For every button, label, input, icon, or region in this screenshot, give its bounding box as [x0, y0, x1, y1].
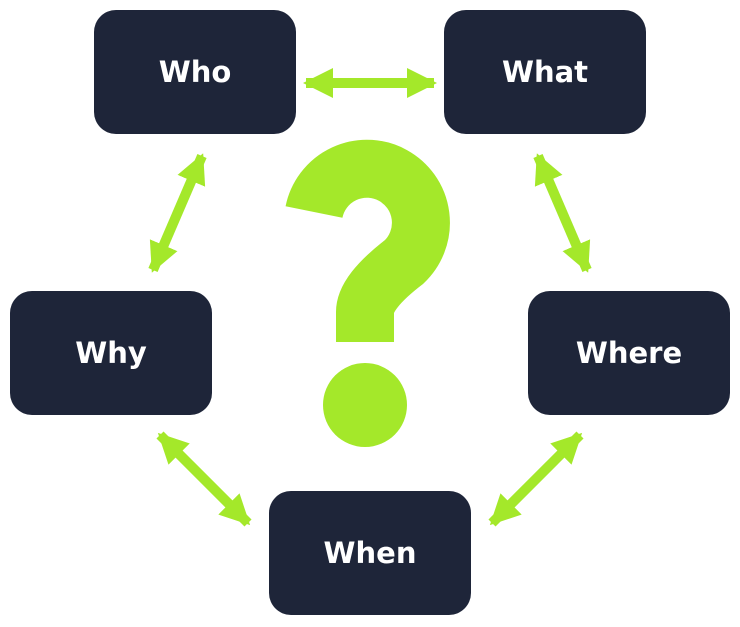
- arrow-who-why: [148, 153, 207, 273]
- node-who: Who: [94, 10, 296, 134]
- node-where: Where: [528, 291, 730, 415]
- arrow-why-when: [156, 431, 252, 527]
- node-when: When: [269, 491, 471, 615]
- arrow-where-when: [488, 431, 584, 527]
- node-why: Why: [10, 291, 212, 415]
- arrow-what-where: [533, 153, 592, 273]
- node-why-label: Why: [75, 336, 147, 370]
- node-who-label: Who: [158, 55, 232, 89]
- node-what-label: What: [501, 55, 589, 89]
- node-when-label: When: [323, 536, 417, 570]
- node-what: What: [444, 10, 646, 134]
- question-mark-icon: [285, 139, 450, 447]
- node-where-label: Where: [575, 336, 683, 370]
